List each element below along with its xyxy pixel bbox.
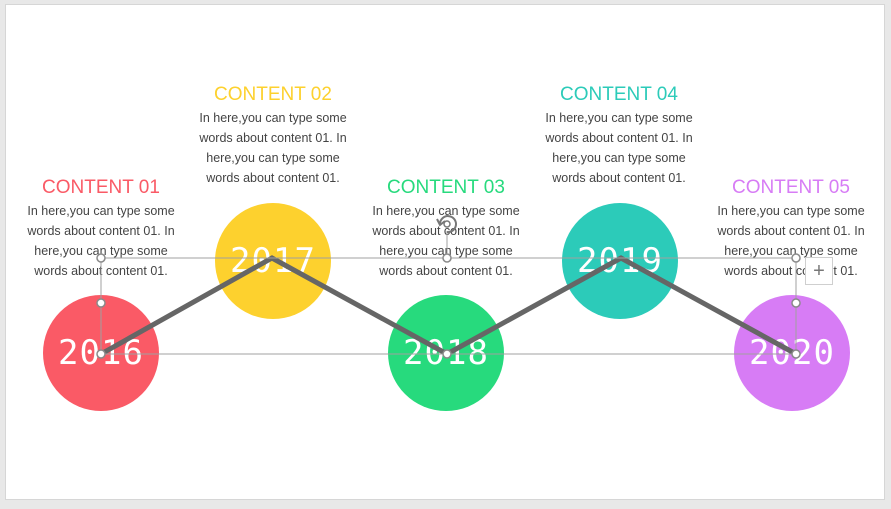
milestone-5-description[interactable]: In here,you can type some words about co… xyxy=(717,204,865,278)
milestone-2-description[interactable]: In here,you can type some words about co… xyxy=(199,111,347,185)
milestone-2-circle[interactable]: 2017 xyxy=(215,203,331,319)
milestone-1-description[interactable]: In here,you can type some words about co… xyxy=(27,204,175,278)
milestone-3-circle[interactable]: 2018 xyxy=(388,295,504,411)
milestone-3-title[interactable]: CONTENT 03 xyxy=(387,177,505,198)
milestone-4-year: 2019 xyxy=(577,241,663,281)
add-element-button[interactable]: + xyxy=(805,257,833,285)
milestone-1-circle[interactable]: 2016 xyxy=(43,295,159,411)
milestone-4-title[interactable]: CONTENT 04 xyxy=(560,84,678,105)
milestone-2-year: 2017 xyxy=(230,241,316,281)
milestone-5-year: 2020 xyxy=(749,333,835,373)
milestone-1-title[interactable]: CONTENT 01 xyxy=(42,177,160,198)
milestone-3-description[interactable]: In here,you can type some words about co… xyxy=(372,204,520,278)
milestone-4-description[interactable]: In here,you can type some words about co… xyxy=(545,111,693,185)
milestone-3-year: 2018 xyxy=(403,333,489,373)
milestone-4-circle[interactable]: 2019 xyxy=(562,203,678,319)
plus-icon: + xyxy=(813,260,825,282)
milestone-1-year: 2016 xyxy=(58,333,144,373)
milestone-5-circle[interactable]: 2020 xyxy=(734,295,850,411)
slide-canvas[interactable]: CONTENT 01 In here,you can type some wor… xyxy=(5,4,885,500)
milestone-5-title[interactable]: CONTENT 05 xyxy=(732,177,850,198)
milestone-2-title[interactable]: CONTENT 02 xyxy=(214,84,332,105)
